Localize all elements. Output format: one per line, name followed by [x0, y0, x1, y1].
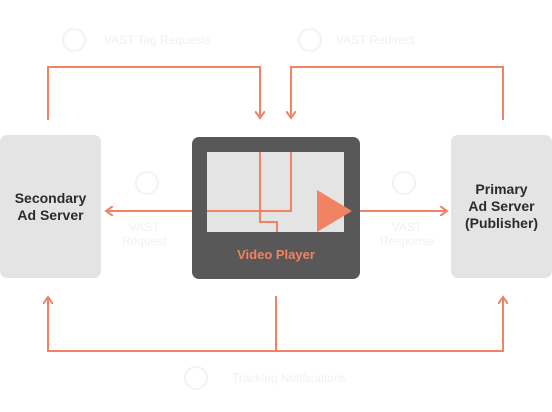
- faint-label-mid-right: VAST Response: [380, 220, 435, 248]
- arrow-bottom-to-secondary: [48, 297, 276, 352]
- screen-line-b: [207, 152, 292, 212]
- arrow-primary-to-player: [291, 66, 504, 120]
- request-icon: [62, 28, 86, 52]
- faint-label-top-right: VAST Redirect: [336, 33, 415, 47]
- play-icon: [317, 190, 352, 232]
- vast-response-icon: [392, 171, 416, 195]
- arrow-secondary-to-player: [47, 66, 260, 120]
- screen-line-a: [259, 152, 278, 232]
- secondary-ad-server-node: Secondary Ad Server: [0, 135, 101, 278]
- faint-label-bottom: Tracking Notifications: [232, 371, 347, 385]
- vast-request-icon: [135, 171, 159, 195]
- arrow-bottom-to-primary: [276, 297, 503, 352]
- faint-label-top-left: VAST Tag Requests: [104, 33, 211, 47]
- video-player-node: Video Player: [192, 137, 360, 279]
- primary-ad-server-node: Primary Ad Server (Publisher): [451, 135, 552, 278]
- redirect-icon: [298, 28, 322, 52]
- video-player-label: Video Player: [237, 247, 315, 262]
- faint-label-mid-left: VAST Request: [122, 220, 167, 248]
- tracking-icon: [184, 366, 208, 390]
